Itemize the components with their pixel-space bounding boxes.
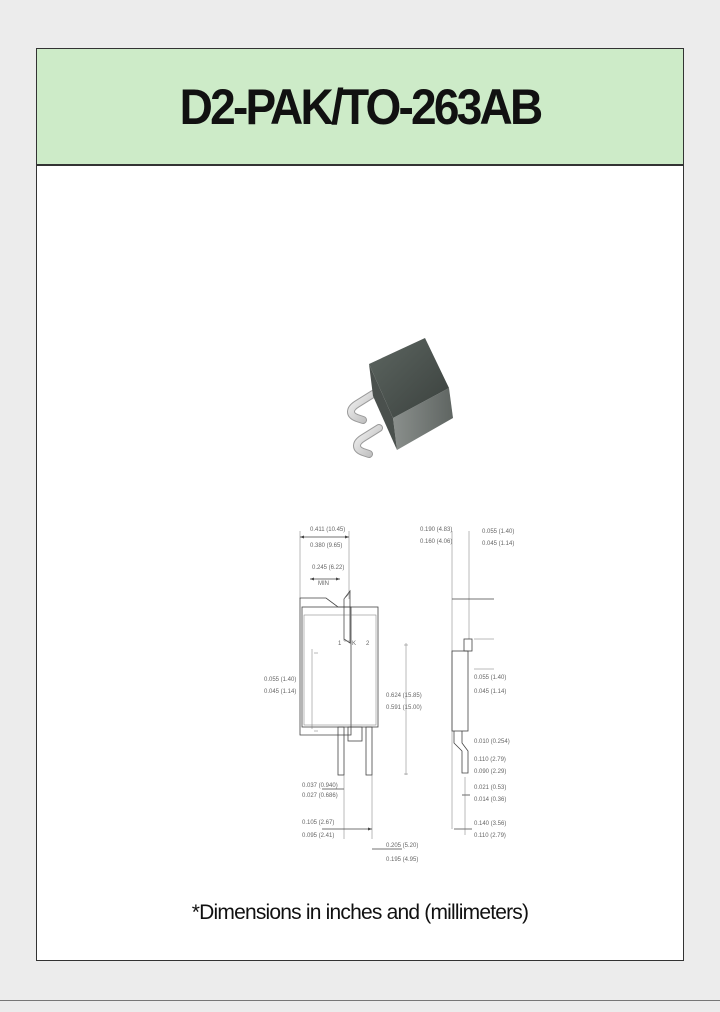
dim-tab-height-min: 0.045 (1.14) <box>474 689 506 695</box>
dim-standoff-min: 0.110 (2.79) <box>474 833 506 839</box>
dim-foot-max: 0.021 (0.53) <box>474 785 506 791</box>
dimensions-footnote: *Dimensions in inches and (millimeters) <box>191 901 529 924</box>
side-view: 0.190 (4.83) 0.160 (4.06) 0.055 (1.40) 0… <box>420 527 514 839</box>
dim-body-height-min: 0.591 (15.00) <box>386 705 422 711</box>
svg-text:2: 2 <box>366 641 370 647</box>
front-view: 0.411 (10.45) 0.380 (9.65) 0.245 (6.22) … <box>264 527 422 863</box>
dim-tab-height: 0.055 (1.40) <box>474 675 506 681</box>
dim-lead-thick-max: 0.110 (2.79) <box>474 757 506 763</box>
dim-thickness-min: 0.160 (4.06) <box>420 539 452 545</box>
dim-left-height-max: 0.055 (1.40) <box>264 677 296 683</box>
dimension-drawing: 0.411 (10.45) 0.380 (9.65) 0.245 (6.22) … <box>264 527 514 863</box>
datasheet-page: D2-PAK/TO-263AB <box>36 48 684 961</box>
dim-tab-width-max: 0.245 (6.22) <box>312 565 344 571</box>
package-photo <box>347 338 453 458</box>
dim-span-max: 0.205 (5.20) <box>386 843 418 849</box>
pin-label-k: K <box>352 641 356 647</box>
dim-tab-width-min: MIN <box>318 581 329 587</box>
dim-pitch-min: 0.095 (2.41) <box>302 833 334 839</box>
svg-text:1: 1 <box>338 641 342 647</box>
dim-tab-min: 0.045 (1.14) <box>482 541 514 547</box>
dim-thickness-max: 0.190 (4.83) <box>420 527 452 533</box>
dim-lead-bend-max: 0.010 (0.254) <box>474 739 510 745</box>
dim-pitch-max: 0.105 (2.67) <box>302 820 334 826</box>
dim-tab-max: 0.055 (1.40) <box>482 529 514 535</box>
title-banner: D2-PAK/TO-263AB <box>37 49 683 166</box>
dim-lead-thick-min: 0.090 (2.29) <box>474 769 506 775</box>
dim-overall-width-max: 0.411 (10.45) <box>310 527 345 533</box>
dim-overall-width-min: 0.380 (9.65) <box>310 543 342 549</box>
page-bottom-rule <box>0 1000 720 1001</box>
dim-standoff-max: 0.140 (3.56) <box>474 821 506 827</box>
dim-body-height-max: 0.624 (15.85) <box>386 693 422 699</box>
dim-left-height-min: 0.045 (1.14) <box>264 689 296 695</box>
package-title: D2-PAK/TO-263AB <box>179 78 544 135</box>
dim-lead-width-min: 0.027 (0.686) <box>302 793 338 799</box>
dim-lead-width-max: 0.037 (0.940) <box>302 783 338 789</box>
dim-foot-min: 0.014 (0.36) <box>474 797 506 803</box>
dim-span-min: 0.195 (4.95) <box>386 857 418 863</box>
